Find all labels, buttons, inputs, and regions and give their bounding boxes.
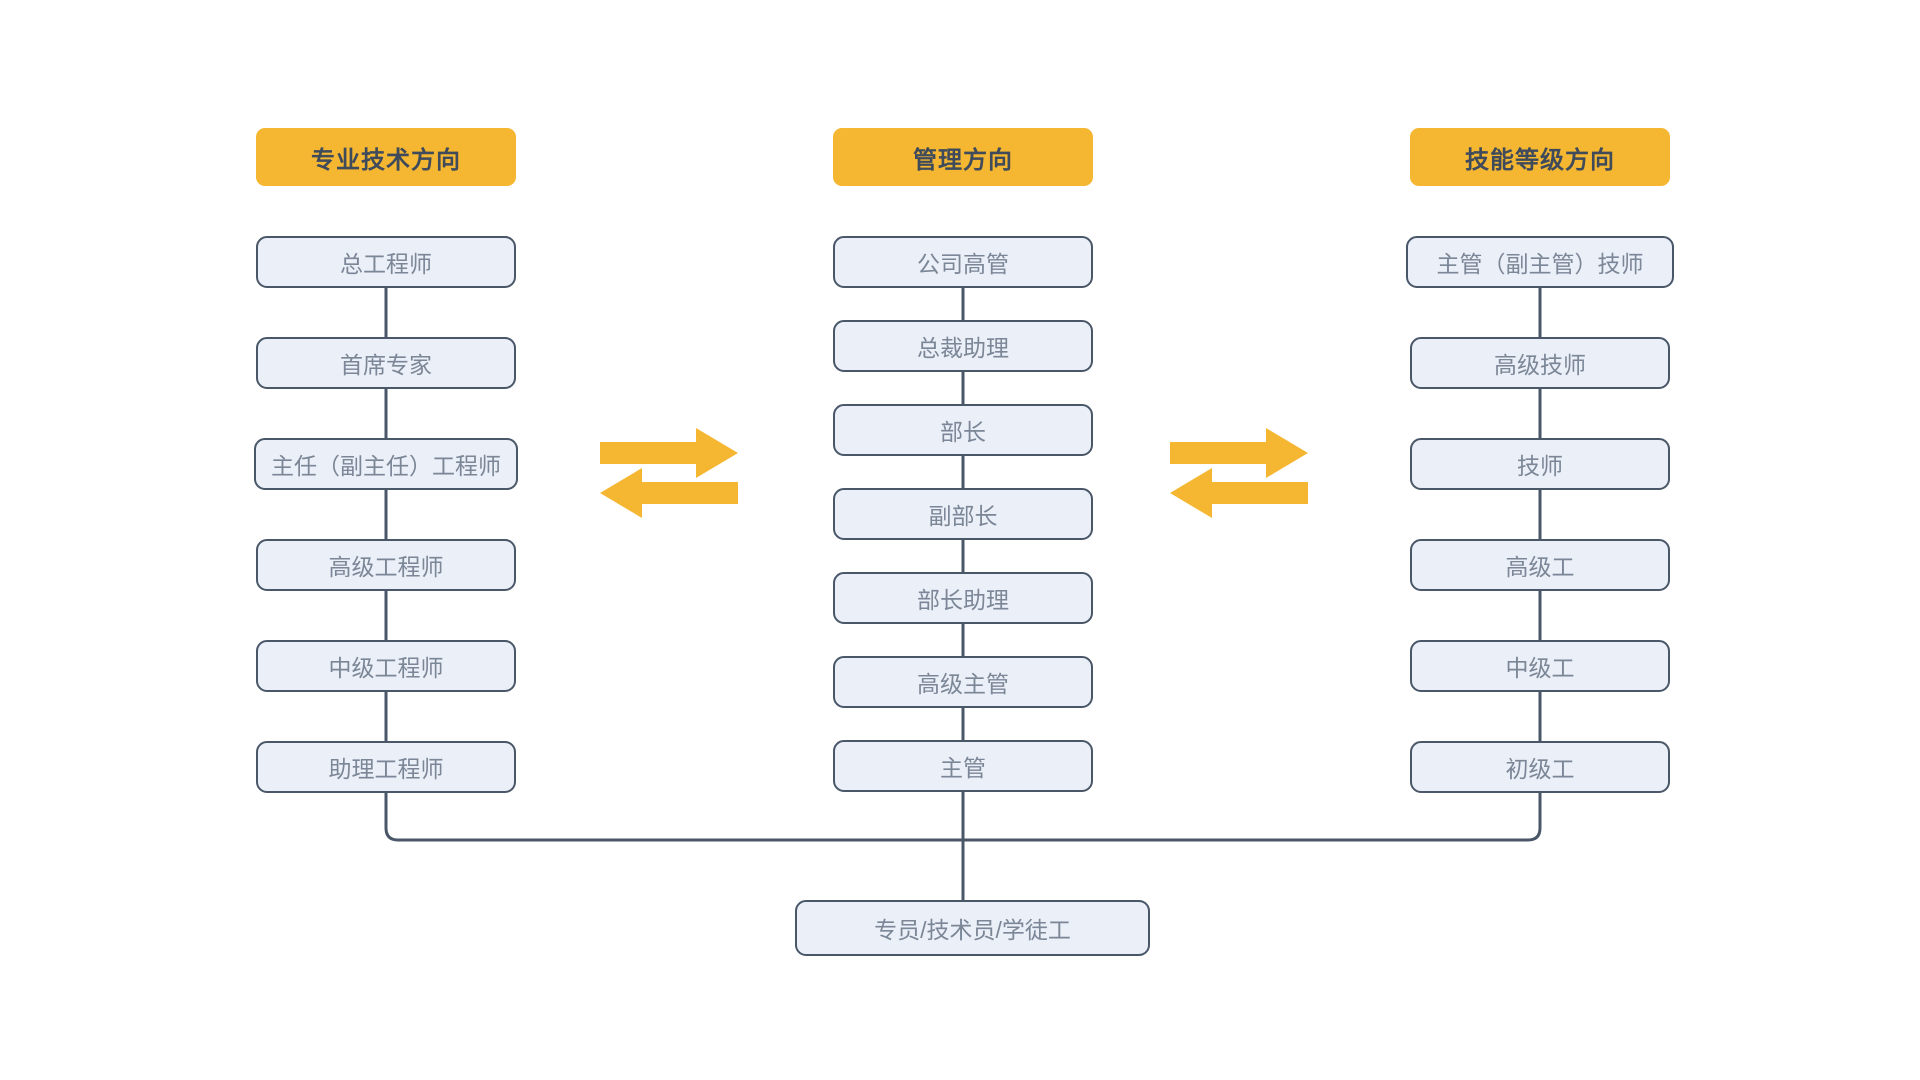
column-heading-management: 管理方向 [833, 128, 1093, 186]
node-technical-0[interactable]: 总工程师 [256, 236, 516, 288]
node-skill-4[interactable]: 中级工 [1410, 640, 1670, 692]
node-management-1[interactable]: 总裁助理 [833, 320, 1093, 372]
arrow-right-icon [1170, 428, 1308, 478]
node-skill-3[interactable]: 高级工 [1410, 539, 1670, 591]
arrow-right-icon [600, 428, 738, 478]
node-management-6[interactable]: 主管 [833, 740, 1093, 792]
node-technical-3[interactable]: 高级工程师 [256, 539, 516, 591]
transfer-arrows-technical-management[interactable] [600, 428, 740, 518]
node-technical-2[interactable]: 主任（副主任）工程师 [254, 438, 518, 490]
transfer-arrows-management-skill[interactable] [1170, 428, 1310, 518]
arrow-left-icon [1170, 468, 1308, 518]
wire-skill-to-base [963, 793, 1542, 842]
node-management-5[interactable]: 高级主管 [833, 656, 1093, 708]
node-technical-1[interactable]: 首席专家 [256, 337, 516, 389]
node-skill-0[interactable]: 主管（副主管）技师 [1406, 236, 1674, 288]
node-skill-1[interactable]: 高级技师 [1410, 337, 1670, 389]
wire-technical-to-base [384, 793, 963, 842]
node-management-0[interactable]: 公司高管 [833, 236, 1093, 288]
node-technical-4[interactable]: 中级工程师 [256, 640, 516, 692]
node-skill-2[interactable]: 技师 [1410, 438, 1670, 490]
node-base-entry-level[interactable]: 专员/技术员/学徒工 [795, 900, 1150, 956]
node-management-2[interactable]: 部长 [833, 404, 1093, 456]
column-heading-technical: 专业技术方向 [256, 128, 516, 186]
node-skill-5[interactable]: 初级工 [1410, 741, 1670, 793]
node-management-3[interactable]: 副部长 [833, 488, 1093, 540]
node-technical-5[interactable]: 助理工程师 [256, 741, 516, 793]
column-heading-skill: 技能等级方向 [1410, 128, 1670, 186]
arrow-left-icon [600, 468, 738, 518]
node-management-4[interactable]: 部长助理 [833, 572, 1093, 624]
